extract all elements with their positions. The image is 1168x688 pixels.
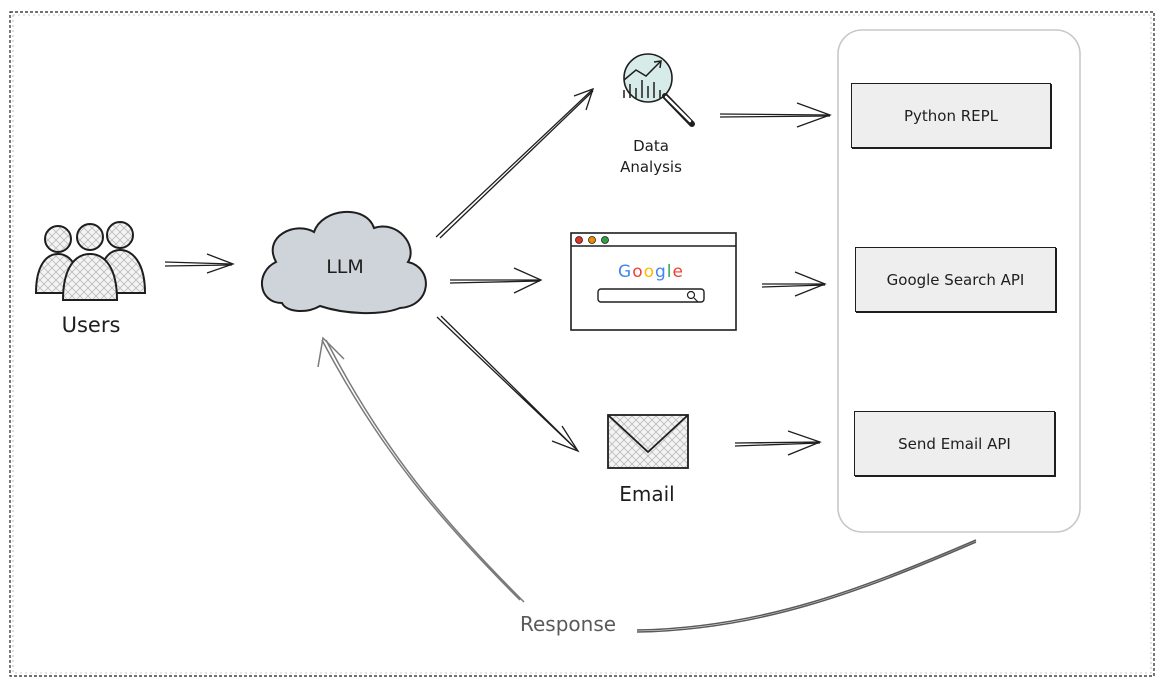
frame-border [9,11,1155,677]
data-analysis-label-line1: Data [633,137,669,155]
arrow-llm-to-google [449,267,543,294]
data-analysis-label-line2: Analysis [620,158,682,176]
google-search-api-label: Google Search API [886,270,1025,289]
response-arrow [317,336,977,633]
email-icon [607,414,689,469]
google-logo-letter: G [618,262,633,282]
python-repl-box: Python REPL [851,83,1051,148]
users-label: Users [61,313,121,337]
send-email-api-label: Send Email API [898,434,1011,453]
google-browser-icon [570,232,737,331]
data-analysis-icon [623,53,695,127]
email-label: Email [619,482,675,506]
tools-container [837,29,1081,533]
google-logo: Google [618,262,684,282]
users-icon [34,221,147,301]
google-logo-letter: g [655,262,667,282]
send-email-api-box: Send Email API [854,411,1055,476]
google-logo-letter: o [643,262,655,282]
frame-border-inner [12,14,1152,674]
python-repl-label: Python REPL [903,106,999,125]
arrow-llm-to-email [436,315,580,453]
response-label: Response [520,612,617,636]
google-logo-letter: l [666,262,673,282]
google-logo-letter: o [632,262,644,282]
google-search-api-box: Google Search API [855,247,1056,312]
google-logo-letter: e [672,262,684,282]
arrow-data-to-python [719,102,832,128]
arrow-google-to-search-api [761,271,827,297]
arrow-llm-to-data-analysis [435,87,595,239]
llm-cloud [260,211,427,315]
arrow-email-to-send-api [734,430,822,456]
arrow-users-to-llm [164,253,235,274]
llm-label: LLM [326,256,364,278]
